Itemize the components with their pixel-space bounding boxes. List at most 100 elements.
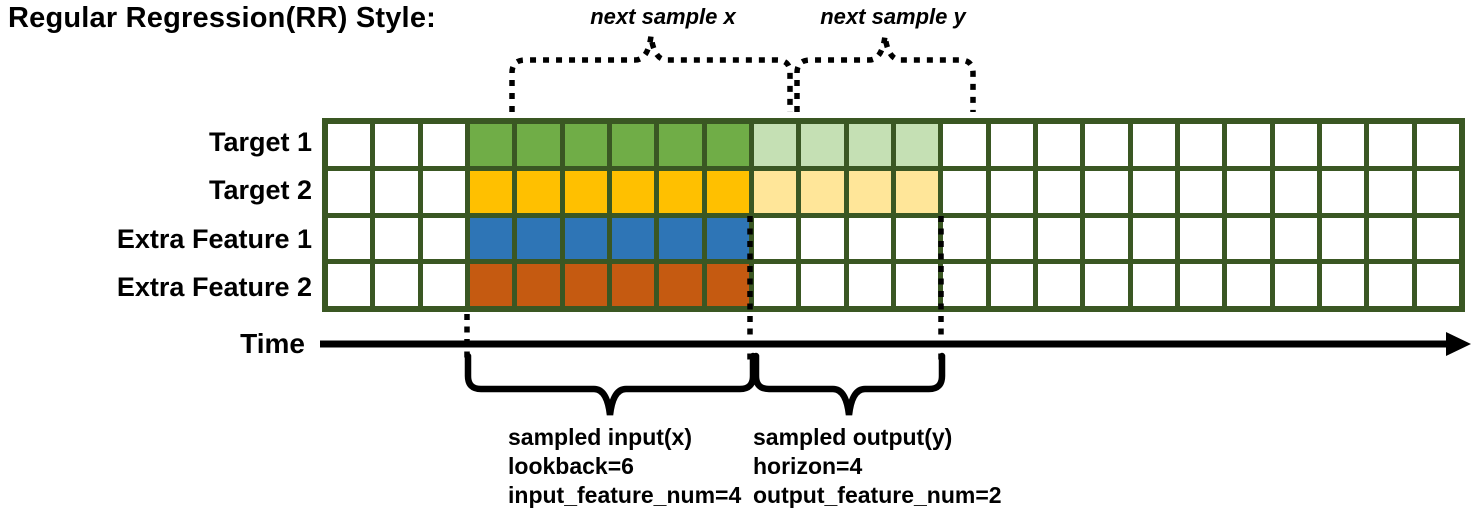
grid-cell: [469, 217, 513, 260]
grid-cell: [611, 124, 655, 166]
grid-cell: [469, 170, 513, 213]
grid-cell: [848, 264, 891, 306]
grid-cell: [1274, 217, 1317, 260]
grid-cell: [1037, 170, 1081, 213]
next-sample-x-brace: [509, 35, 793, 112]
grid-cell: [375, 217, 418, 260]
grid-cell: [564, 217, 607, 260]
grid-cell: [1085, 124, 1128, 166]
horizon-value: horizon=4: [753, 453, 863, 479]
row-label-extra-feature-2: Extra Feature 2: [116, 271, 312, 302]
grid-cell: [328, 124, 371, 166]
grid-cell: [1132, 264, 1175, 306]
grid-cell: [943, 170, 986, 213]
grid-cell: [706, 170, 749, 213]
grid-cell: [1179, 170, 1223, 213]
grid-cell: [1274, 170, 1317, 213]
sampled-input-title: sampled input(x): [508, 424, 693, 450]
grid-cell: [1037, 264, 1081, 306]
grid-cell: [1085, 217, 1128, 260]
grid-cell: [1085, 170, 1128, 213]
grid-cell: [801, 170, 844, 213]
grid-cell: [375, 264, 418, 306]
grid-cell: [1132, 170, 1175, 213]
grid-cell: [375, 170, 418, 213]
grid-cell: [1037, 217, 1081, 260]
lookback-value: lookback=6: [508, 453, 634, 479]
grid-cell: [611, 217, 655, 260]
grid-cell: [895, 217, 939, 260]
grid-cell: [1416, 124, 1459, 166]
grid-cell: [1227, 124, 1270, 166]
grid-cell: [659, 124, 702, 166]
grid-cell: [753, 124, 797, 166]
grid-cell: [1321, 124, 1365, 166]
grid-cell: [753, 217, 797, 260]
grid-cell: [1369, 264, 1412, 306]
grid-cell: [1369, 170, 1412, 213]
grid-cell: [895, 170, 939, 213]
grid-cell: [1369, 217, 1412, 260]
grid-cell: [328, 217, 371, 260]
grid-cell: [517, 264, 560, 306]
grid-cell: [564, 124, 607, 166]
grid-cell: [943, 124, 986, 166]
grid-cell: [328, 264, 371, 306]
grid-cell: [801, 264, 844, 306]
grid-cell: [1132, 124, 1175, 166]
sampled-output-title: sampled output(y): [753, 424, 953, 450]
grid-cell: [848, 170, 891, 213]
row-label-target-1: Target 1: [208, 126, 312, 157]
grid-cell: [517, 217, 560, 260]
grid-cell: [895, 124, 939, 166]
grid-cell: [801, 124, 844, 166]
next-sample-y-brace: [794, 35, 976, 112]
grid-cell: [1416, 264, 1459, 306]
sampled-input-note: sampled input(x) lookback=6 input_featur…: [508, 423, 741, 510]
grid-cell: [753, 170, 797, 213]
sampled-output-note: sampled output(y) horizon=4 output_featu…: [753, 423, 1002, 510]
input-feature-num-value: input_feature_num=4: [508, 482, 742, 508]
grid-cell: [706, 124, 749, 166]
grid-cell: [990, 170, 1033, 213]
time-axis-label: Time: [240, 328, 305, 359]
diagram-title: Regular Regression(RR) Style:: [8, 2, 436, 34]
grid-cell: [659, 217, 702, 260]
grid-cell: [1179, 124, 1223, 166]
grid-cell: [1179, 264, 1223, 306]
grid-cell: [517, 124, 560, 166]
grid-cell: [611, 170, 655, 213]
grid-cell: [659, 264, 702, 306]
grid-cell: [753, 264, 797, 306]
grid-cell: [1274, 264, 1317, 306]
sampling-grid: [322, 118, 1465, 312]
grid-cell: [895, 264, 939, 306]
grid-cell: [564, 264, 607, 306]
grid-cell: [469, 124, 513, 166]
grid-cell: [990, 217, 1033, 260]
grid-cell: [422, 217, 465, 260]
grid-cell: [706, 217, 749, 260]
grid-cell: [706, 264, 749, 306]
grid-cell: [1227, 264, 1270, 306]
grid-cell: [517, 170, 560, 213]
grid-cell: [1416, 217, 1459, 260]
grid-cell: [1227, 217, 1270, 260]
grid-cell: [1416, 170, 1459, 213]
grid-cell: [1321, 170, 1365, 213]
grid-cell: [943, 217, 986, 260]
output-feature-num-value: output_feature_num=2: [753, 482, 1002, 508]
grid-cell: [328, 170, 371, 213]
grid-cell: [848, 217, 891, 260]
grid-cell: [1037, 124, 1081, 166]
grid-cell: [990, 124, 1033, 166]
grid-cell: [1085, 264, 1128, 306]
grid-cell: [375, 124, 418, 166]
grid-cell: [1179, 217, 1223, 260]
grid-cell: [659, 170, 702, 213]
grid-cell: [422, 124, 465, 166]
grid-cell: [422, 264, 465, 306]
grid-cell: [1369, 124, 1412, 166]
sampled-input-brace: [464, 352, 757, 416]
